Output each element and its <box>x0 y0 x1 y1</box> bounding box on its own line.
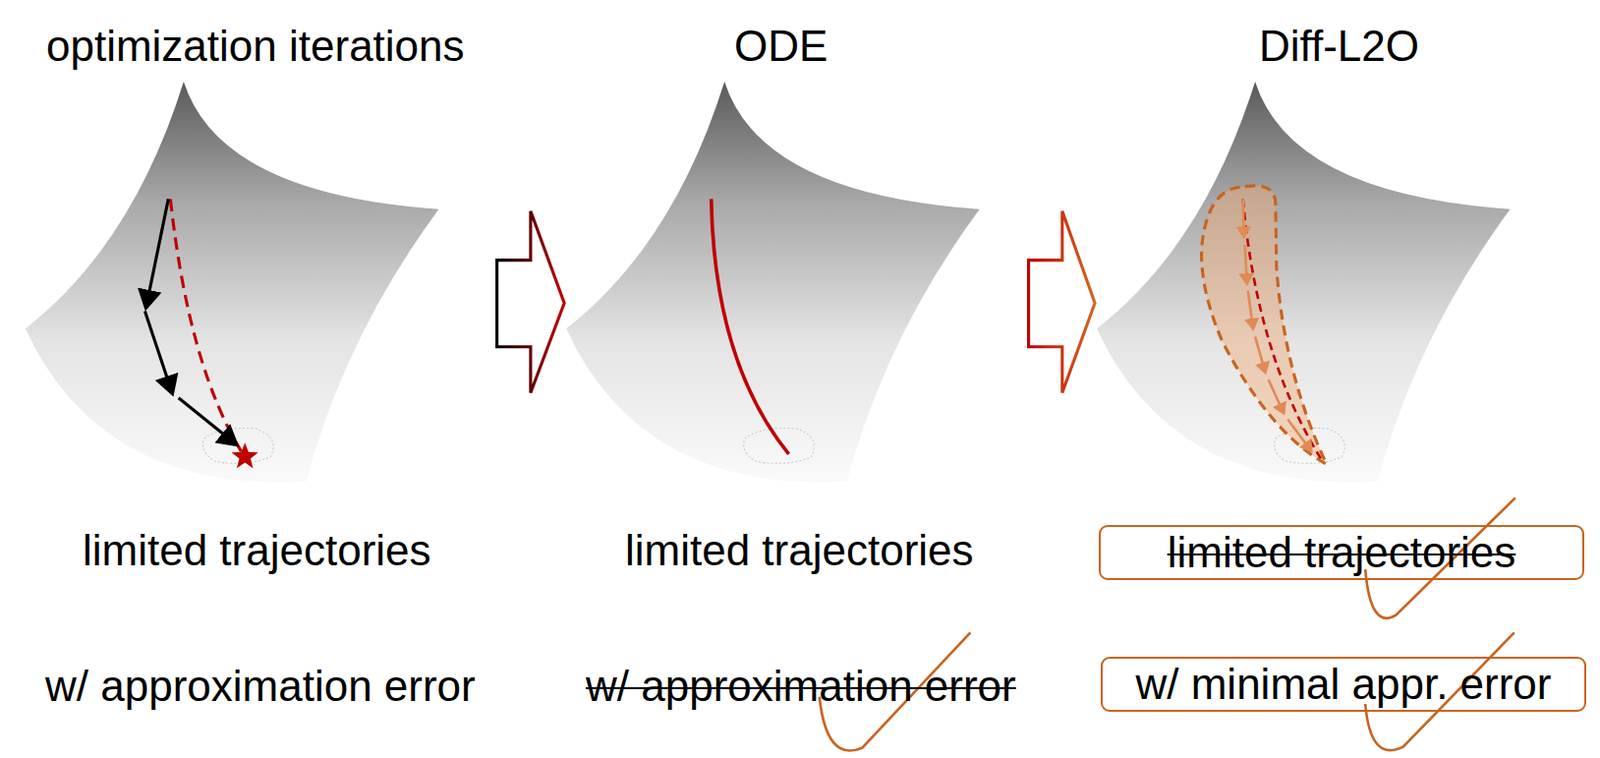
property-text: limited trajectories <box>1167 528 1517 576</box>
hollow-arrow <box>1028 211 1095 394</box>
ideal-path <box>170 198 243 454</box>
diffusion-steps <box>1243 198 1313 451</box>
panel-title: Diff-L2O <box>1258 22 1420 70</box>
iteration-steps <box>144 198 236 445</box>
highlight-box: limited trajectories <box>1098 524 1585 580</box>
surface <box>1096 81 1510 483</box>
property-text: limited trajectories <box>625 526 974 574</box>
highlight-box: w/ minimal appr. error <box>1100 656 1587 712</box>
property-text: w/ approximation error <box>585 662 1017 710</box>
optimum-star <box>231 442 259 468</box>
panel-title: ODE <box>734 22 828 70</box>
ode-path <box>711 198 790 454</box>
surface <box>566 81 979 483</box>
surface <box>25 81 439 483</box>
property-text: limited trajectories <box>82 526 432 574</box>
property-text: w/ minimal appr. error <box>1135 660 1551 708</box>
panel-title: optimization iterations <box>46 22 465 70</box>
property-text: w/ approximation error <box>45 662 476 710</box>
hollow-arrow <box>497 211 566 394</box>
distribution-region <box>1201 185 1327 464</box>
ideal-path <box>1243 198 1323 461</box>
